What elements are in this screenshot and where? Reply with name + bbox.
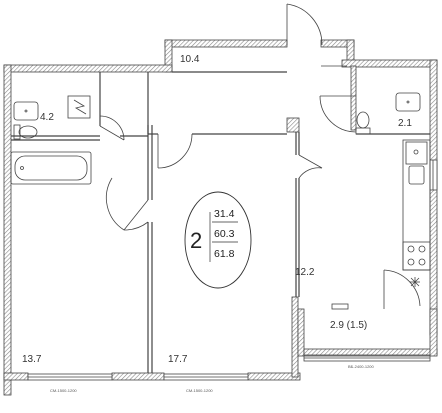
total-with-balcony-area: 61.8 — [214, 248, 235, 260]
rooms-count: 2 — [190, 228, 202, 253]
room-label-room-center: 17.7 — [168, 354, 188, 365]
wc-sink-icon — [395, 92, 421, 112]
total-area: 60.3 — [214, 228, 235, 240]
stove-icon — [402, 241, 431, 271]
outer-walls — [3, 39, 438, 396]
windows — [27, 159, 438, 381]
room-label-bath: 4.2 — [40, 112, 54, 123]
doors — [99, 3, 421, 309]
svg-text:СМ-1500-1200: СМ-1500-1200 — [50, 388, 77, 393]
room-label-balcony: 2.9 (1.5) — [330, 320, 367, 331]
sink-icon — [13, 101, 39, 121]
area-summary: 2 31.4 60.3 61.8 — [184, 191, 252, 289]
room-label-wc: 2.1 — [398, 118, 412, 129]
bathtub-icon — [10, 151, 92, 185]
svg-text:СМ-1500-1200: СМ-1500-1200 — [186, 388, 213, 393]
svg-text:ВБ-2400-1200: ВБ-2400-1200 — [348, 364, 375, 369]
boiler-icon — [67, 95, 91, 119]
living-area: 31.4 — [214, 208, 235, 220]
toilet-icon — [13, 124, 38, 140]
room-label-kitchen: 12.2 — [295, 267, 315, 278]
room-label-loggia: 10.4 — [180, 54, 200, 65]
gas-icon — [410, 277, 420, 287]
interior-walls — [11, 71, 430, 373]
fixtures — [10, 65, 431, 287]
room-labels: 10.4 4.2 2.1 12.2 2.9 (1.5) 13.7 17.7 — [22, 54, 412, 365]
wc-toilet-icon — [355, 111, 371, 135]
room-label-room-left: 13.7 — [22, 354, 42, 365]
kitchen-counter — [402, 139, 431, 271]
